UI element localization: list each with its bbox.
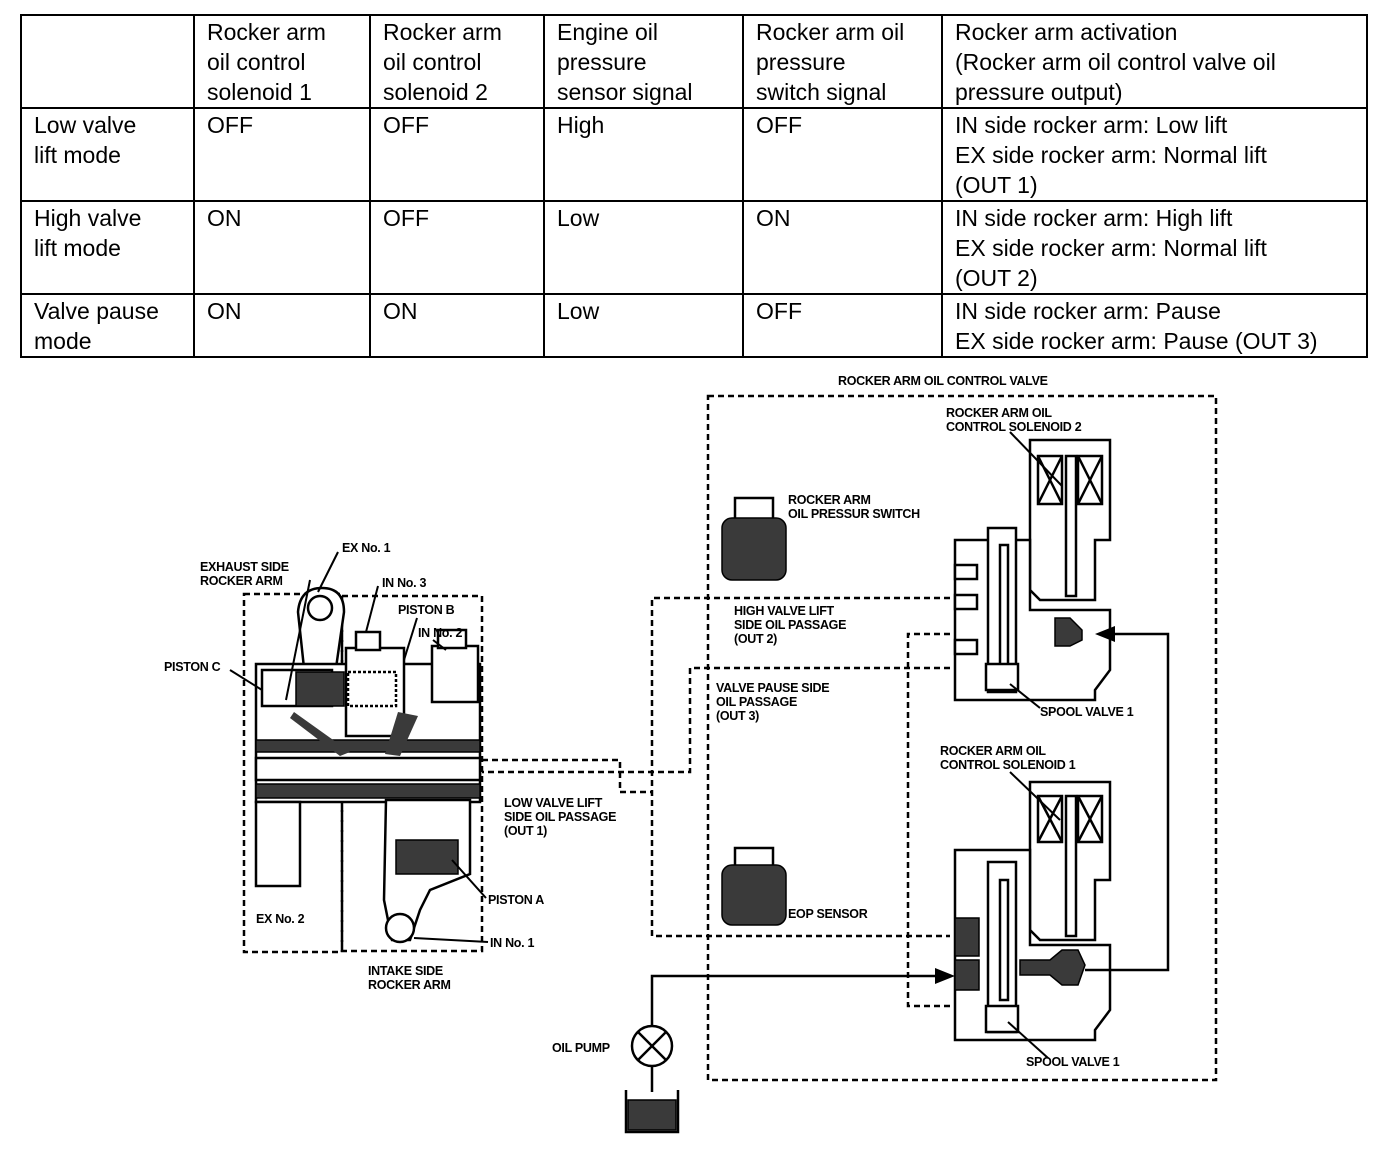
in-no3-label: IN No. 3 (382, 576, 426, 590)
in-no2-label: IN No. 2 (418, 626, 462, 640)
oil-lines (482, 596, 1170, 1028)
pause-passage-label-3: (OUT 3) (716, 709, 759, 723)
row-solenoid-2: OFF (369, 107, 545, 202)
row-mode: Valve pause mode (20, 293, 195, 358)
table-row: Valve pause mode ON ON Low OFF IN side r… (20, 293, 1368, 358)
row-switch-signal: ON (742, 200, 943, 295)
oil-pressure-switch (721, 496, 787, 581)
mode-table: Rocker arm oil control solenoid 1 Rocker… (20, 14, 1368, 358)
exhaust-arm-label-2: ROCKER ARM (200, 574, 283, 588)
row-solenoid-2: OFF (369, 200, 545, 295)
row-solenoid-1: OFF (193, 107, 371, 202)
solenoid2-label-2: CONTROL SOLENOID 2 (946, 420, 1082, 434)
pressure-switch-label-1: ROCKER ARM (788, 493, 871, 507)
solenoid1-label-1: ROCKER ARM OIL (940, 744, 1046, 758)
eop-sensor-label: EOP SENSOR (788, 907, 868, 921)
spool-lower-label: SPOOL VALVE 1 (1026, 1055, 1120, 1069)
control-valve-boundary (706, 394, 1218, 1082)
valve-title-label: ROCKER ARM OIL CONTROL VALVE (838, 374, 1048, 388)
eop-sensor (721, 846, 787, 926)
exhaust-arm-label-1: EXHAUST SIDE (200, 560, 289, 574)
row-solenoid-2: ON (369, 293, 545, 358)
header-activation: Rocker arm activation (Rocker arm oil co… (941, 14, 1368, 109)
header-eop-signal: Engine oil pressure sensor signal (543, 14, 744, 109)
table-row: Low valve lift mode OFF OFF High OFF IN … (20, 107, 1368, 202)
oil-reservoir (624, 1090, 680, 1134)
header-solenoid-2: Rocker arm oil control solenoid 2 (369, 14, 545, 109)
row-switch-signal: OFF (742, 293, 943, 358)
header-blank (20, 14, 195, 109)
low-passage-label-3: (OUT 1) (504, 824, 547, 838)
piston-b-label: PISTON B (398, 603, 455, 617)
pause-passage-label-1: VALVE PAUSE SIDE (716, 681, 829, 695)
solenoid1-label-2: CONTROL SOLENOID 1 (940, 758, 1076, 772)
table-header-row: Rocker arm oil control solenoid 1 Rocker… (20, 14, 1368, 109)
row-eop-signal: Low (543, 200, 744, 295)
piston-c-label: PISTON C (164, 660, 221, 674)
solenoid2-label-1: ROCKER ARM OIL (946, 406, 1052, 420)
oil-pump (630, 1024, 674, 1092)
leader-lines (229, 431, 1063, 1059)
rocker-arm-assembly (242, 586, 484, 954)
spool-upper-label: SPOOL VALVE 1 (1040, 705, 1134, 719)
piston-a-label: PISTON A (488, 893, 544, 907)
row-solenoid-1: ON (193, 200, 371, 295)
row-activation: IN side rocker arm: Pause EX side rocker… (941, 293, 1368, 358)
low-passage-label-1: LOW VALVE LIFT (504, 796, 603, 810)
row-eop-signal: High (543, 107, 744, 202)
ex-no2-label: EX No. 2 (256, 912, 305, 926)
header-solenoid-1: Rocker arm oil control solenoid 1 (193, 14, 371, 109)
row-mode: Low valve lift mode (20, 107, 195, 202)
row-switch-signal: OFF (742, 107, 943, 202)
exhaust-arm-boundary (242, 592, 344, 954)
upper-solenoid-valve (953, 438, 1112, 702)
row-activation: IN side rocker arm: Low lift EX side roc… (941, 107, 1368, 202)
pause-passage-label-2: OIL PASSAGE (716, 695, 797, 709)
row-solenoid-1: ON (193, 293, 371, 358)
in-no1-label: IN No. 1 (490, 936, 534, 950)
row-eop-signal: Low (543, 293, 744, 358)
lower-solenoid-valve (953, 780, 1112, 1042)
table-row: High valve lift mode ON OFF Low ON IN si… (20, 200, 1368, 295)
header-switch-signal: Rocker arm oil pressure switch signal (742, 14, 943, 109)
high-passage-label-3: (OUT 2) (734, 632, 777, 646)
high-passage-label-2: SIDE OIL PASSAGE (734, 618, 846, 632)
intake-arm-label-1: INTAKE SIDE (368, 964, 443, 978)
low-passage-label-2: SIDE OIL PASSAGE (504, 810, 616, 824)
oil-pump-label: OIL PUMP (552, 1041, 610, 1055)
intake-arm-label-2: ROCKER ARM (368, 978, 451, 992)
row-activation: IN side rocker arm: High lift EX side ro… (941, 200, 1368, 295)
ex-no1-label: EX No. 1 (342, 541, 391, 555)
row-mode: High valve lift mode (20, 200, 195, 295)
high-passage-label-1: HIGH VALVE LIFT (734, 604, 835, 618)
pressure-switch-label-2: OIL PRESSUR SWITCH (788, 507, 920, 521)
